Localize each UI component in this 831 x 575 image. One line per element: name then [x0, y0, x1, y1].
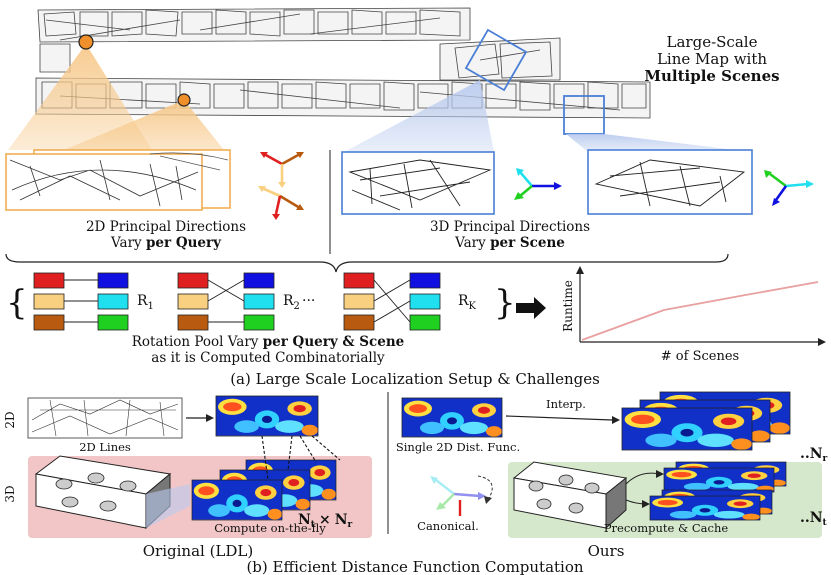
scene-3d-models — [341, 149, 753, 215]
rotation-rk: RK — [343, 272, 477, 331]
blue-scene-fan-1 — [344, 80, 494, 152]
orange-view-fan-1 — [8, 44, 152, 150]
2d-lines-label: 2D Lines — [79, 440, 131, 454]
scene-highlight-1 — [464, 28, 528, 92]
svg-text:···: ··· — [302, 293, 315, 309]
query-location-marker — [177, 93, 191, 107]
rotation-pool: { R1 R2 ··· — [6, 272, 516, 331]
3d-principal-directions-icon — [514, 168, 814, 206]
precomputed-cache-stacks — [649, 461, 787, 521]
precompute-label: Precompute & Cache — [604, 521, 729, 535]
section-a-caption: (a) Large Scale Localization Setup & Cha… — [230, 370, 600, 388]
ours-label: Ours — [588, 542, 625, 560]
svg-text:R1: R1 — [137, 293, 154, 312]
svg-text:RK: RK — [458, 293, 477, 312]
runtime-curve — [581, 281, 819, 341]
orange-view-fan-2 — [40, 100, 232, 160]
arrow-icon — [206, 414, 214, 422]
rotation-r1: R1 — [33, 272, 154, 331]
map-title-line1: Large-Scale — [667, 33, 758, 51]
left-caption-line1: 2D Principal Directions — [86, 219, 246, 235]
pool-brace-open: { — [6, 283, 28, 323]
single-2d-label: Single 2D Dist. Func. — [396, 440, 520, 454]
2d-principal-directions-icon — [258, 152, 304, 220]
map-title-line2: Line Map with — [657, 50, 767, 68]
2d-distance-function-original — [215, 395, 319, 437]
query-location-marker — [78, 34, 94, 50]
nr-interp: ..Nr — [800, 446, 828, 464]
chart-xlabel: # of Scenes — [661, 349, 739, 364]
section-b-caption: (b) Efficient Distance Function Computat… — [246, 558, 583, 575]
rotation-r2: R2 ··· — [177, 272, 315, 331]
interp-label: Interp. — [546, 397, 586, 411]
query-panoramas — [5, 149, 231, 211]
3d-distance-function-stack-original — [191, 459, 337, 521]
svg-text:R2: R2 — [283, 293, 300, 312]
chart-ylabel: Runtime — [561, 280, 575, 332]
right-arrow-icon — [516, 297, 546, 319]
2d-lines-image — [27, 397, 183, 439]
canonical-label: Canonical. — [417, 519, 479, 533]
pool-brace-close: } — [494, 283, 516, 323]
nt-ours: ..Nt — [800, 510, 828, 528]
row-label-2d: 2D — [3, 411, 17, 428]
right-caption-line1: 3D Principal Directions — [430, 219, 590, 235]
point-cloud-box-ours — [512, 461, 628, 530]
right-caption-line2: Vary per Scene — [454, 235, 565, 251]
original-label: Original (LDL) — [143, 542, 254, 560]
runtime-chart: Runtime # of Scenes — [561, 266, 826, 364]
nt-nr-original: Nt×Nr — [298, 512, 353, 530]
row-label-3d: 3D — [3, 485, 17, 502]
blue-scene-fan-2 — [566, 134, 752, 152]
line-map — [35, 7, 651, 119]
pool-caption-line1: Rotation Pool Vary per Query & Scene — [132, 334, 404, 350]
arrow-icon — [612, 416, 620, 424]
map-title-line3: Multiple Scenes — [644, 67, 779, 85]
single-2d-distance-function — [401, 397, 503, 438]
canonical-axes-icon — [430, 476, 486, 516]
compute-label: Compute on-the-fly — [214, 521, 326, 535]
pool-caption-line2: as it is Computed Combinatorially — [151, 350, 385, 366]
interpolated-stack — [621, 391, 791, 451]
dashed-correspondences — [261, 435, 341, 481]
left-caption-line2: Vary per Query — [110, 235, 222, 251]
combine-brace — [5, 253, 729, 273]
